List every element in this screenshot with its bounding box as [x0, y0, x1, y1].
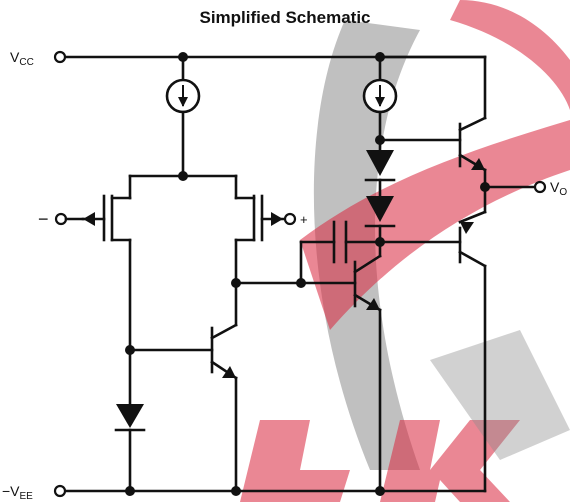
- watermark-red-letters: [240, 420, 520, 502]
- input-differential-pair: [81, 174, 285, 352]
- watermark-red-arc: [450, 0, 570, 110]
- output-stage: [378, 55, 538, 493]
- terminal-vcc: VCC: [10, 49, 67, 68]
- current-source-right: [362, 55, 398, 142]
- terminal-vee: −VEE: [2, 483, 67, 502]
- terminal-noninverting: +: [283, 212, 308, 227]
- npn-transistor-driver: [353, 240, 382, 493]
- diode-stack: [364, 138, 396, 244]
- node-wires: [128, 281, 357, 352]
- noninverting-label: +: [300, 212, 308, 227]
- page-title: Simplified Schematic: [199, 8, 371, 27]
- compensation-capacitor: [299, 220, 382, 285]
- watermark-red-swoosh: [300, 120, 570, 330]
- junction-dots: [125, 52, 490, 496]
- terminal-inverting: −: [38, 209, 85, 229]
- diode-bottom: [114, 348, 146, 493]
- current-source-left: [165, 55, 201, 178]
- vcc-label: VCC: [10, 49, 34, 68]
- terminal-vo: VO: [533, 179, 567, 198]
- watermark-grey-wedge: [430, 330, 570, 460]
- npn-transistor-left: [210, 323, 238, 493]
- inverting-label: −: [38, 209, 49, 229]
- vee-label: −VEE: [2, 483, 33, 502]
- vo-label: VO: [550, 179, 567, 198]
